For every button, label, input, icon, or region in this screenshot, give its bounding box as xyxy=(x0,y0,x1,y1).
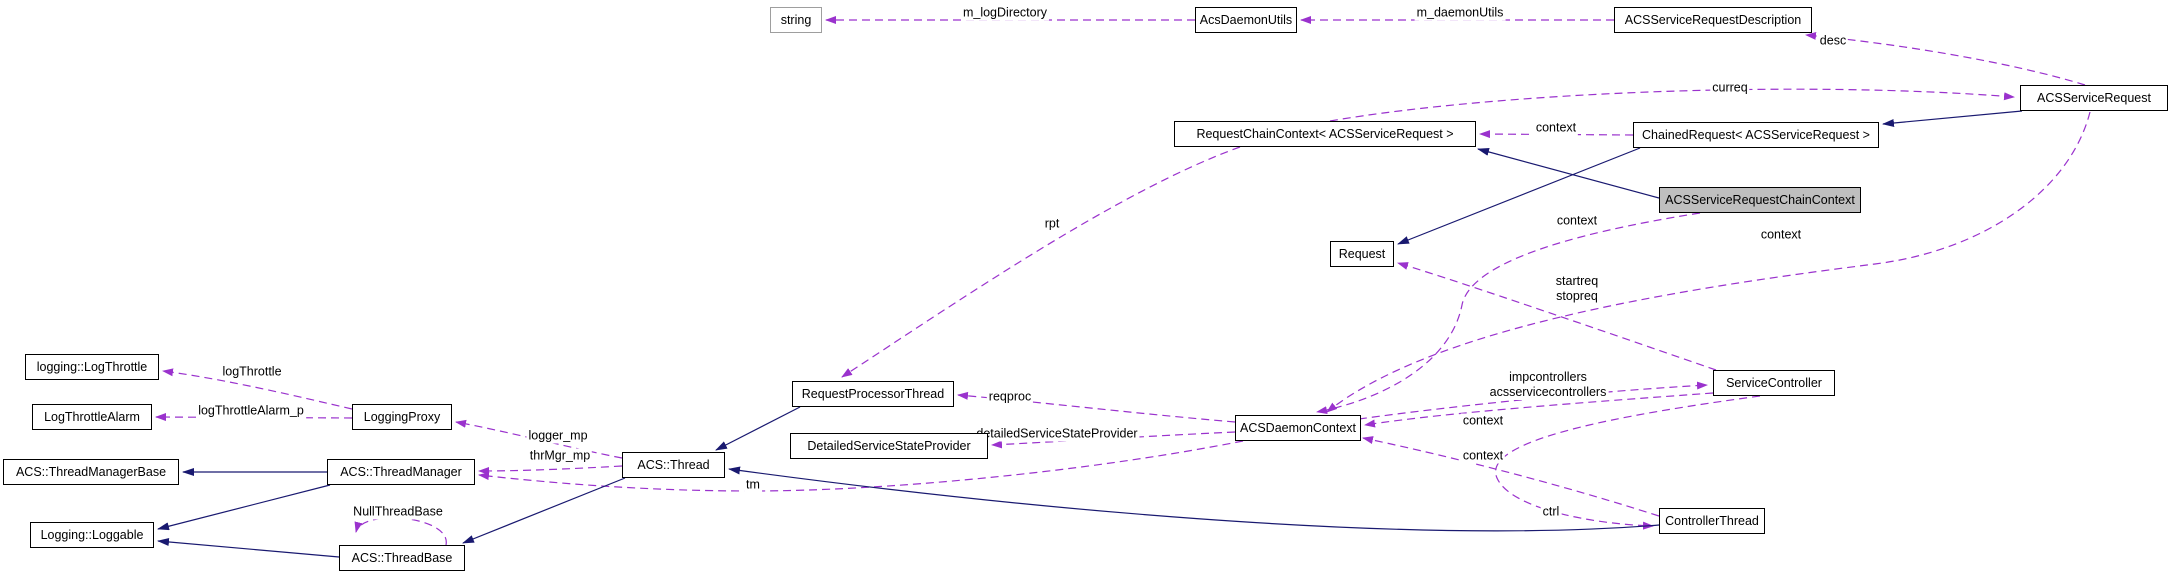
edge-logthrottle xyxy=(162,368,353,410)
edge-label-logger-mp: logger_mp xyxy=(526,428,590,444)
node-acs-thread-manager[interactable]: ACS::ThreadManager xyxy=(327,459,475,485)
edge-inh-chainctx-requestchaincontext xyxy=(1477,148,1660,199)
node-acs-daemon-utils[interactable]: AcsDaemonUtils xyxy=(1195,7,1297,33)
edge-label-context-servicerequest: context xyxy=(1758,227,1804,243)
node-request[interactable]: Request xyxy=(1330,241,1394,267)
edge-label-rpt: rpt xyxy=(1042,216,1062,232)
node-acs-thread-base[interactable]: ACS::ThreadBase xyxy=(339,545,465,571)
edge-label-logthrottlealarm-p: logThrottleAlarm_p xyxy=(196,403,306,419)
edge-reqproc xyxy=(957,391,1236,423)
node-logging-log-throttle[interactable]: logging::LogThrottle xyxy=(25,354,159,380)
edge-label-curreq: curreq xyxy=(1710,80,1750,96)
node-acs-daemon-context[interactable]: ACSDaemonContext xyxy=(1235,415,1361,441)
edge-label-context-chained: context xyxy=(1533,120,1579,136)
node-string[interactable]: string xyxy=(770,7,822,33)
edge-label-context-servicecontroller: context xyxy=(1460,413,1506,429)
node-acs-thread[interactable]: ACS::Thread xyxy=(622,452,725,478)
edge-rpt xyxy=(841,146,1241,378)
node-acs-service-request-chain-context: ACSServiceRequestChainContext xyxy=(1659,187,1861,213)
edge-label-thrmgr-mp: thrMgr_mp xyxy=(527,448,593,464)
edge-label-context-chainctx: context xyxy=(1554,213,1600,229)
node-logging-loggable[interactable]: Logging::Loggable xyxy=(30,522,154,548)
edge-context-chainctx xyxy=(1316,212,1701,415)
node-request-processor-thread[interactable]: RequestProcessorThread xyxy=(792,381,954,407)
edge-ctrl xyxy=(1495,395,1761,530)
node-service-controller[interactable]: ServiceController xyxy=(1713,370,1835,396)
edge-curreq xyxy=(1329,88,2015,122)
edge-inh-threadmanager-loggable xyxy=(157,484,331,531)
edge-label-impcontrollers: impcontrollers acsservicecontrollers xyxy=(1487,370,1609,400)
node-acs-thread-manager-base[interactable]: ACS::ThreadManagerBase xyxy=(3,459,179,485)
edge-inh-chainedrequest-request xyxy=(1397,147,1641,245)
edge-inh-threadbase-loggable xyxy=(157,537,340,558)
edge-context-servicerequest xyxy=(1326,111,2091,413)
node-acs-service-request-description[interactable]: ACSServiceRequestDescription xyxy=(1614,7,1812,33)
node-request-chain-context[interactable]: RequestChainContext< ACSServiceRequest > xyxy=(1174,121,1476,147)
edge-label-nullthreadbase: NullThreadBase xyxy=(351,504,445,520)
edge-label-tm: tm xyxy=(744,477,762,493)
edge-label-m-daemonutils: m_daemonUtils xyxy=(1414,5,1506,21)
edge-thrmgr-mp xyxy=(478,465,623,475)
edge-context-controllerthread xyxy=(1362,436,1660,517)
edge-label-m-logdirectory: m_logDirectory xyxy=(960,5,1050,21)
edge-context-servicecontroller xyxy=(1364,392,1714,428)
node-controller-thread[interactable]: ControllerThread xyxy=(1659,508,1765,534)
edge-nullthreadbase-selfloop xyxy=(354,517,447,546)
edge-inh-rpt-thread xyxy=(715,406,801,451)
edge-label-desc: desc xyxy=(1817,33,1849,49)
node-log-throttle-alarm[interactable]: LogThrottleAlarm xyxy=(32,404,152,430)
node-chained-request[interactable]: ChainedRequest< ACSServiceRequest > xyxy=(1633,122,1879,148)
edge-label-ctrl: ctrl xyxy=(1540,504,1562,520)
edge-inh-thread-threadbase xyxy=(462,477,626,544)
edge-label-reqproc: reqproc xyxy=(986,389,1034,405)
edge-label-context-controllerthread: context xyxy=(1460,448,1506,464)
edge-label-logthrottle: logThrottle xyxy=(220,364,284,380)
edge-label-startreq-stopreq: startreq stopreq xyxy=(1553,274,1601,304)
node-detailed-service-state-provider[interactable]: DetailedServiceStateProvider xyxy=(790,433,988,459)
node-acs-service-request[interactable]: ACSServiceRequest xyxy=(2020,85,2168,111)
edge-label-detailedservicestateprovider: detailedServiceStateProvider xyxy=(974,426,1140,442)
edge-tm xyxy=(478,440,1244,492)
node-logging-proxy[interactable]: LoggingProxy xyxy=(352,404,452,430)
edge-inh-controllerthread-thread xyxy=(728,466,1660,532)
edge-inh-servicerequest-chainedrequest xyxy=(1882,110,2023,127)
edge-startreq-stopreq xyxy=(1397,262,1717,371)
